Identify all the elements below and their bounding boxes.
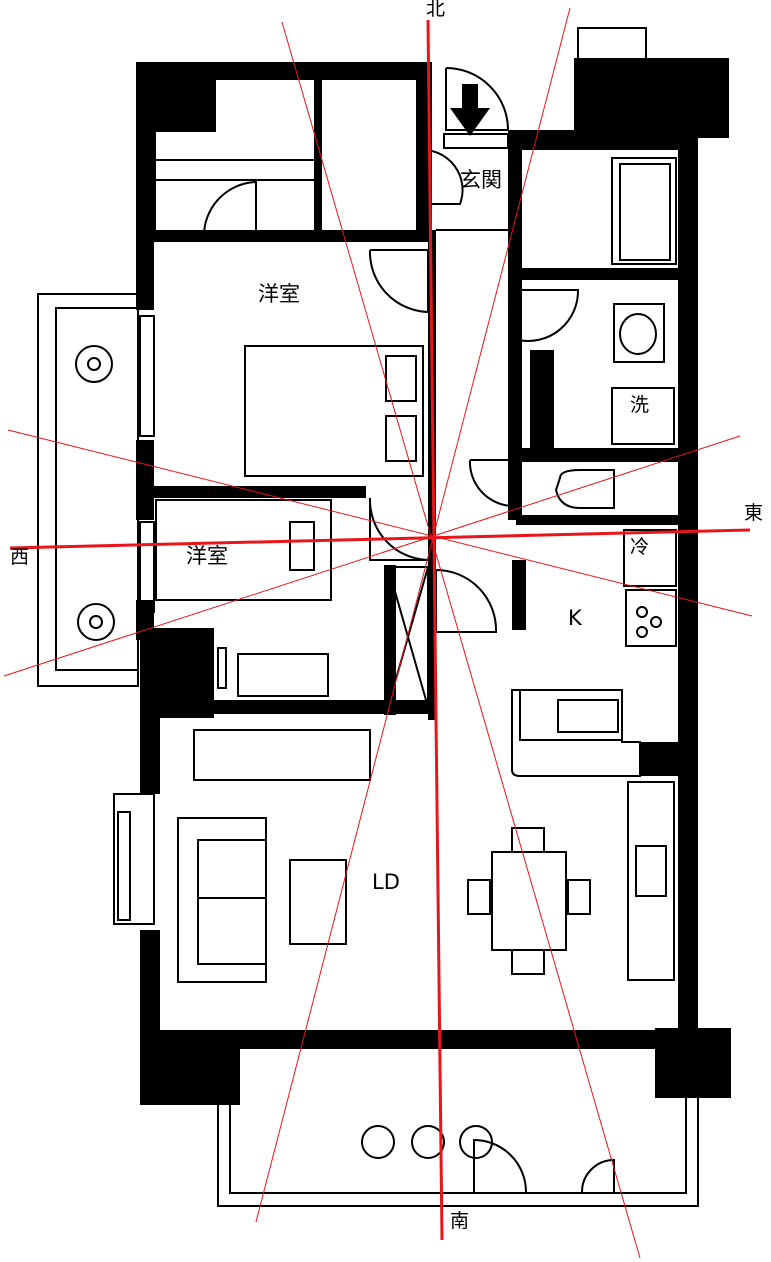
compass-lines [3, 7, 753, 1259]
entrance-arrow-icon [450, 84, 490, 136]
compass-west-label: 西 [10, 546, 30, 568]
bedroom-2-label: 洋室 [186, 544, 228, 568]
compass-south-label: 南 [450, 1210, 470, 1232]
entrance-label: 玄関 [460, 168, 502, 192]
furniture-outlines [37, 27, 699, 1207]
plant-icon [75, 345, 493, 1159]
washer-label: 洗 [630, 394, 650, 416]
fridge-label: 冷 [630, 536, 650, 558]
living-dining-label: LD [372, 870, 400, 894]
kitchen-label: K [568, 606, 582, 630]
compass-east-label: 東 [744, 502, 764, 524]
bedroom-1-label: 洋室 [258, 282, 300, 306]
compass-north-label: 北 [426, 0, 446, 20]
